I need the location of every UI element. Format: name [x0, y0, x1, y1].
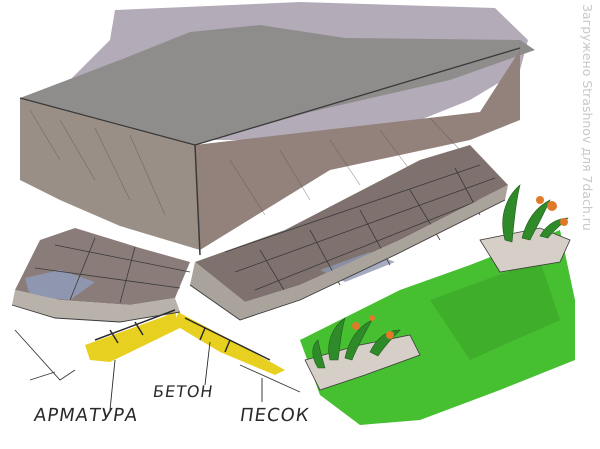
wall-hatching — [29, 109, 461, 216]
flowers-back — [536, 196, 568, 226]
watermark: Загружено Strashnov для 7dach.ru — [580, 4, 595, 231]
right-paving — [195, 145, 508, 302]
planter-front — [304, 334, 421, 391]
leader-lines — [109, 341, 263, 411]
concrete-edge-left — [12, 290, 180, 322]
sketch-lines — [11, 199, 506, 393]
wall-top — [20, 25, 535, 145]
left-paving-blue — [25, 270, 95, 300]
concrete-edge-right — [190, 185, 508, 320]
grass-shade — [430, 260, 560, 360]
flowers-front — [352, 315, 394, 339]
house-wall-side — [20, 98, 200, 250]
sand-right — [175, 312, 285, 375]
paving-joints — [34, 164, 506, 304]
label-armatura: АРМАТУРА — [32, 405, 140, 426]
house-wall-front — [195, 50, 520, 250]
label-beton: БЕТОН — [151, 382, 215, 401]
label-pesok: ПЕСОК — [238, 405, 311, 426]
sand-left — [85, 312, 180, 362]
